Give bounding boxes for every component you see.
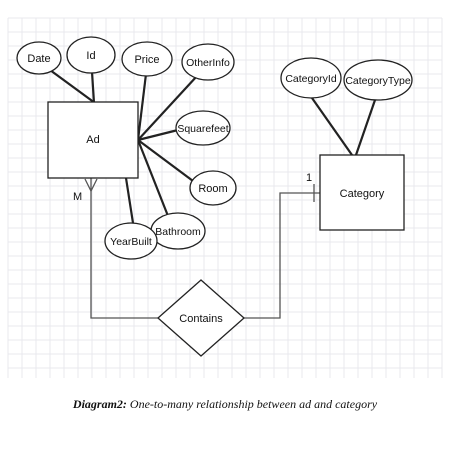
attribute-otherinfo: OtherInfo <box>181 43 235 81</box>
attribute-room: Room <box>189 170 237 206</box>
attribute-price: Price <box>121 41 173 77</box>
attribute-yearbuilt-label: YearBuilt <box>110 236 152 248</box>
edge-price <box>136 73 148 141</box>
attribute-categoryid-label: CategoryId <box>285 73 337 85</box>
attribute-bathroom: Bathroom <box>150 212 206 250</box>
entity-ad-label: Ad <box>86 134 99 146</box>
edge-room <box>137 139 194 182</box>
attribute-date: Date <box>16 41 62 75</box>
attribute-price-label: Price <box>134 54 159 66</box>
caption-text: One-to-many relationship between ad and … <box>126 397 378 411</box>
attribute-date-label: Date <box>27 53 50 65</box>
edge-date <box>49 69 96 104</box>
attribute-otherinfo-label: OtherInfo <box>186 57 230 69</box>
edge-squarefeet <box>137 128 179 142</box>
edge-id <box>90 71 96 104</box>
edge-categorytype <box>354 99 377 156</box>
entity-category: Category <box>319 154 405 231</box>
contains-to-category-line <box>244 192 320 319</box>
relationship-contains-label: Contains <box>179 313 223 325</box>
ad-attribute-connectors <box>49 69 198 224</box>
cardinality-one: 1 <box>306 172 312 184</box>
crowfoot-many <box>84 178 98 193</box>
edge-otherinfo <box>137 75 198 141</box>
caption-label: Diagram2: <box>72 397 127 411</box>
category-attribute-connectors <box>311 97 377 156</box>
attribute-id-label: Id <box>86 50 95 62</box>
entity-ad: Ad <box>47 101 139 179</box>
attribute-room-label: Room <box>198 183 227 195</box>
attribute-categorytype-label: CategoryType <box>345 75 411 87</box>
attribute-squarefeet-label: Squarefeet <box>177 123 228 135</box>
edge-bathroom <box>136 139 170 217</box>
cardinality-many: M <box>73 191 82 203</box>
edge-categoryid <box>311 97 353 156</box>
relationship-contains: Contains <box>157 279 245 357</box>
attribute-categoryid: CategoryId <box>280 57 342 99</box>
ad-to-contains-line <box>90 178 158 319</box>
figure-caption: Diagram2: One-to-many relationship betwe… <box>0 397 450 412</box>
attribute-bathroom-label: Bathroom <box>155 226 201 238</box>
edge-yearbuilt <box>124 177 135 224</box>
relationship-connectors <box>84 178 320 319</box>
attribute-yearbuilt: YearBuilt <box>104 222 158 260</box>
entity-category-label: Category <box>340 188 385 200</box>
attribute-id: Id <box>66 36 116 74</box>
attribute-squarefeet: Squarefeet <box>175 110 231 146</box>
attribute-categorytype: CategoryType <box>343 59 413 101</box>
